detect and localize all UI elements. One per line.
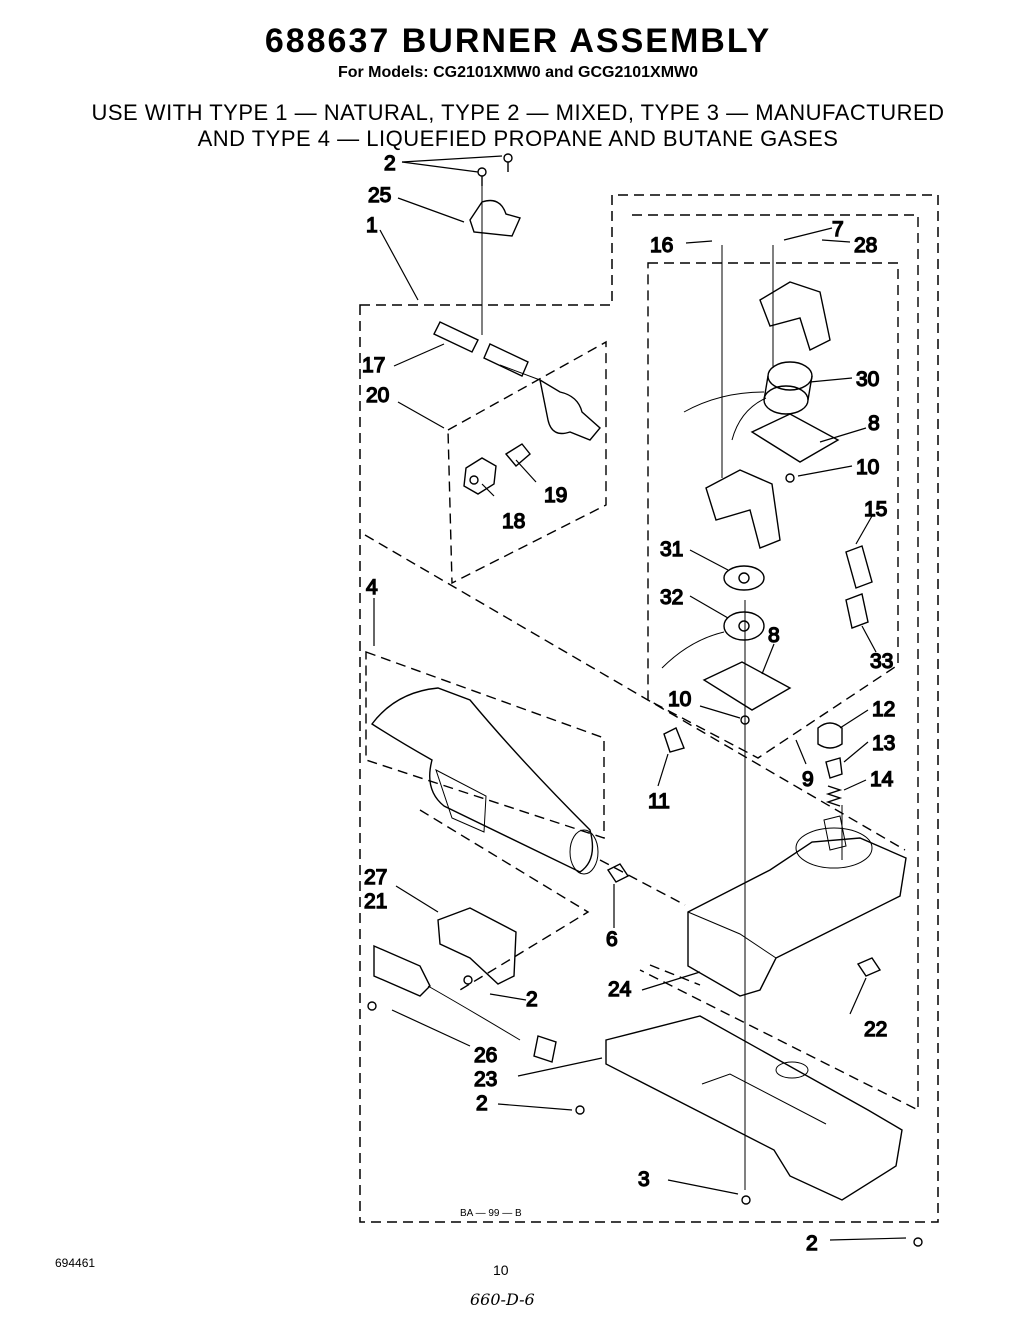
assembly-outline bbox=[359, 194, 939, 1223]
callout-25: 25 bbox=[368, 184, 391, 207]
o-ring-icon bbox=[785, 473, 795, 483]
page-number: 10 bbox=[493, 1262, 509, 1278]
callout-26: 26 bbox=[474, 1044, 497, 1067]
elbow-fitting-icon bbox=[539, 378, 601, 441]
callout-20: 20 bbox=[366, 384, 389, 407]
burner-tube-icon bbox=[370, 687, 594, 873]
callout-1: 1 bbox=[366, 214, 378, 237]
o-ring-icon bbox=[740, 715, 750, 725]
callout-4: 4 bbox=[366, 576, 378, 599]
callout-27: 27 bbox=[364, 866, 387, 889]
gasket-icon bbox=[702, 661, 792, 711]
callout-2: 2 bbox=[384, 152, 396, 175]
callout-15: 15 bbox=[864, 498, 887, 521]
callout-10: 10 bbox=[856, 456, 879, 479]
callout-18: 18 bbox=[502, 510, 525, 533]
callout-8: 8 bbox=[868, 412, 880, 435]
callout-30: 30 bbox=[856, 368, 879, 391]
callout-14: 14 bbox=[870, 768, 894, 791]
callout-2: 2 bbox=[526, 988, 538, 1011]
fitting-group-outline bbox=[447, 340, 607, 585]
callout-32: 32 bbox=[660, 586, 683, 609]
connector-icon bbox=[845, 545, 873, 589]
projection-line bbox=[364, 534, 906, 851]
bracket-icon bbox=[705, 469, 781, 549]
gasket-icon bbox=[750, 413, 840, 463]
igniter-icon bbox=[373, 944, 557, 1063]
models-subtitle: For Models: CG2101XMW0 and GCG2101XMW0 bbox=[337, 64, 699, 81]
callout-12: 12 bbox=[872, 698, 895, 721]
nut-icon bbox=[463, 457, 497, 495]
clamp-icon bbox=[469, 199, 521, 237]
callout-6: 6 bbox=[606, 928, 618, 951]
mounting-bracket-icon bbox=[605, 1015, 903, 1201]
drawing-code: BA — 99 — B bbox=[460, 1208, 522, 1219]
callout-16: 16 bbox=[650, 234, 673, 257]
coil-icon bbox=[723, 565, 765, 591]
callout-9: 9 bbox=[802, 768, 814, 791]
orifice-icon bbox=[606, 863, 630, 883]
valve-subassembly-outline bbox=[632, 214, 919, 1112]
screw-icon bbox=[367, 975, 923, 1247]
callout-22: 22 bbox=[864, 1018, 887, 1041]
callout-2: 2 bbox=[476, 1092, 488, 1115]
callout-21: 21 bbox=[364, 890, 387, 913]
callout-10: 10 bbox=[668, 688, 691, 711]
callout-31: 31 bbox=[660, 538, 683, 561]
igniter-group-outline bbox=[419, 809, 590, 991]
page-code: 694461 bbox=[55, 1256, 96, 1270]
projection-line bbox=[599, 859, 686, 906]
coil-icon bbox=[661, 611, 765, 669]
burner-group-outline bbox=[365, 651, 605, 839]
page-title: 688637 BURNER ASSEMBLY bbox=[264, 22, 772, 60]
orifice-tube-icon bbox=[433, 321, 529, 377]
callout-19: 19 bbox=[544, 484, 567, 507]
callout-3: 3 bbox=[638, 1168, 650, 1191]
screw-icon bbox=[477, 153, 513, 186]
callout-17: 17 bbox=[362, 354, 385, 377]
callout-2: 2 bbox=[806, 1232, 818, 1255]
callout-33: 33 bbox=[870, 650, 893, 673]
connector-icon bbox=[845, 593, 869, 629]
gas-valve-icon bbox=[687, 837, 907, 997]
callout-7: 7 bbox=[832, 218, 844, 241]
fitting-icon bbox=[504, 443, 531, 467]
cap-icon bbox=[817, 722, 843, 749]
fitting-icon bbox=[856, 957, 882, 977]
callout-23: 23 bbox=[474, 1068, 497, 1091]
projection-line bbox=[649, 964, 701, 986]
coil-subassembly-outline bbox=[647, 262, 899, 759]
callout-8: 8 bbox=[768, 624, 780, 647]
terminal-icon bbox=[663, 727, 685, 753]
bracket-icon bbox=[759, 281, 831, 351]
usage-line-1: USE WITH TYPE 1 — NATURAL, TYPE 2 — MIXE… bbox=[91, 100, 945, 125]
callout-13: 13 bbox=[872, 732, 895, 755]
callout-28: 28 bbox=[854, 234, 877, 257]
usage-line-2: AND TYPE 4 — LIQUEFIED PROPANE AND BUTAN… bbox=[197, 126, 839, 151]
filter-icon bbox=[825, 757, 843, 779]
callout-11: 11 bbox=[648, 790, 670, 813]
igniter-bracket-icon bbox=[437, 907, 517, 985]
handwritten-note: 660-D-6 bbox=[470, 1290, 535, 1309]
callout-24: 24 bbox=[608, 978, 632, 1001]
spring-icon bbox=[825, 785, 843, 807]
coil-icon bbox=[683, 361, 813, 441]
